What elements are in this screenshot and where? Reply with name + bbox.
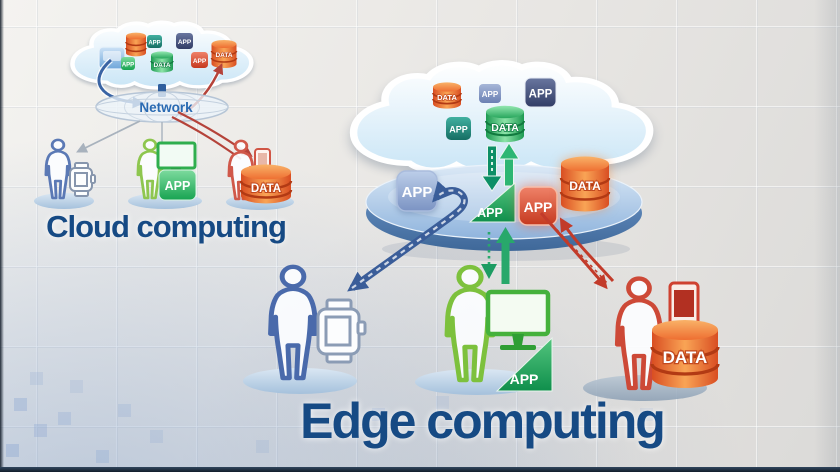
green-sync-arrows-upper xyxy=(481,142,520,192)
app-label: APP xyxy=(402,184,433,201)
cloud-icon-database-red xyxy=(125,32,147,57)
data-label: DATA xyxy=(569,179,601,193)
blue-striped-transfer-arrow xyxy=(347,180,468,292)
cloud-icon-data-orange-small: DATA xyxy=(210,40,238,68)
cloud-computing-diagram: APP APP APP DATA APP xyxy=(34,22,294,210)
network-node: Network xyxy=(95,91,229,123)
app-box-green: APP xyxy=(158,169,197,201)
gray-arrow-to-watch-user xyxy=(76,120,141,153)
user-smartwatch-small xyxy=(34,138,96,209)
app-label: APP xyxy=(178,39,192,46)
platform-icon-app-blue: APP xyxy=(396,170,438,212)
platform-icon-data-orange: DATA xyxy=(559,156,611,212)
edge-cloud-icon-app-teal: APP xyxy=(446,117,471,140)
app-label: APP xyxy=(510,371,539,387)
user-desktop-large: APP xyxy=(415,267,553,395)
cloud-icon-app-green-small: APP xyxy=(121,57,135,70)
cloud-icon-data-green-small: DATA xyxy=(150,51,174,73)
data-label: DATA xyxy=(437,93,457,102)
data-label: DATA xyxy=(215,52,232,59)
cloud-computing-title: Cloud computing xyxy=(46,209,287,244)
red-transfer-arrows xyxy=(539,212,615,290)
edge-computing-title: Edge computing xyxy=(300,393,666,449)
app-label: APP xyxy=(148,41,160,47)
smartphone-icon-large xyxy=(668,281,700,329)
smartwatch-icon xyxy=(69,162,96,197)
app-triangle-green: APP xyxy=(495,336,553,392)
user-smartwatch-large xyxy=(243,267,367,394)
data-label: DATA xyxy=(251,183,281,195)
right-edge-shade xyxy=(814,0,840,472)
platform-icon-app-green-triangle: APP xyxy=(468,181,516,223)
left-edge-shade xyxy=(0,0,4,472)
edge-cloud-icon-data-orange: DATA xyxy=(432,82,462,109)
cloud-icon-app-teal-small: APP xyxy=(147,35,162,48)
person-outline-blue xyxy=(44,138,72,200)
smartwatch-icon xyxy=(316,298,367,364)
network-label: Network xyxy=(139,100,193,115)
data-label: DATA xyxy=(663,348,708,367)
app-label: APP xyxy=(165,179,191,193)
app-label: APP xyxy=(122,63,134,69)
app-label: APP xyxy=(193,58,207,65)
app-label: APP xyxy=(449,125,468,135)
person-outline-blue xyxy=(271,267,316,378)
monitor-icon-small xyxy=(156,141,197,172)
green-sync-arrows-lower xyxy=(481,227,515,284)
app-label: APP xyxy=(482,90,499,99)
app-label: APP xyxy=(477,206,503,220)
data-cylinder-large: DATA xyxy=(650,320,720,388)
cloud-icon-app-navy-small: APP xyxy=(176,33,193,49)
bottom-edge-bar xyxy=(0,467,840,472)
user-smartphone-large: DATA xyxy=(583,279,720,401)
user-desktop-small: APP xyxy=(128,138,202,209)
app-label: APP xyxy=(529,89,553,101)
user-smartphone-small: DATA xyxy=(226,139,294,210)
data-label: DATA xyxy=(153,62,170,69)
edge-cloud-icon-app-navy: APP xyxy=(524,77,557,108)
monitor-icon-large xyxy=(485,289,551,350)
data-label: DATA xyxy=(491,122,519,134)
edge-cloud-icon-app-slate: APP xyxy=(479,84,501,103)
platform-icon-app-orange: APP xyxy=(518,186,558,226)
app-label: APP xyxy=(524,199,553,215)
cloud-icon-app-red-small: APP xyxy=(191,52,208,68)
data-cylinder-small: DATA xyxy=(239,164,293,204)
edge-computing-diagram: DATA APP APP APP DATA xyxy=(243,63,720,401)
edge-cloud-icon-data-green: DATA xyxy=(485,105,525,143)
user-base-ellipse xyxy=(243,368,357,394)
